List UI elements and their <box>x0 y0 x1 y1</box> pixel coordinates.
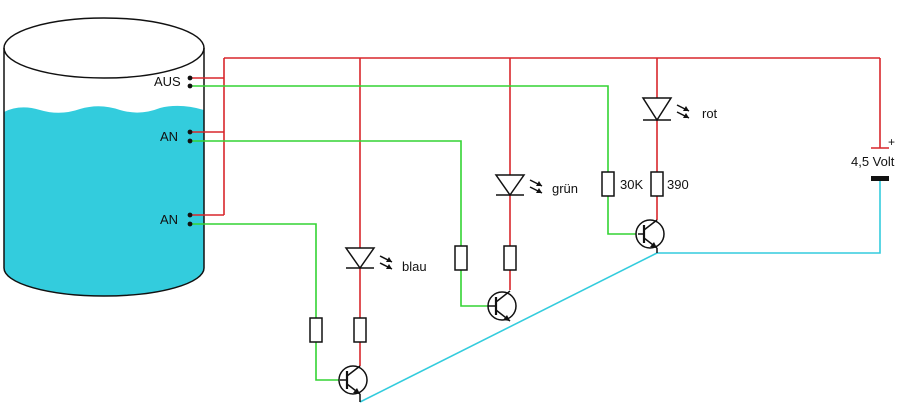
battery-icon <box>871 147 889 181</box>
tank-top-rim <box>3 17 205 79</box>
battery-plus-label: + <box>888 135 895 149</box>
resistor-blue-base <box>309 317 323 343</box>
tank-water <box>4 105 204 297</box>
led-green-icon <box>494 174 543 197</box>
transistor-red-icon <box>635 219 665 253</box>
tank-bottom-edge <box>3 267 205 297</box>
sensor-label-aus: AUS <box>154 74 181 89</box>
positive-wiring <box>190 57 881 366</box>
sensor-label-an-upper: AN <box>160 129 178 144</box>
resistor-green-led <box>503 245 517 271</box>
tank-terminals <box>187 75 193 227</box>
resistor-blue-led <box>353 317 367 343</box>
led-red-icon <box>641 97 690 122</box>
led-label-gruen: grün <box>552 181 578 196</box>
ground-wiring <box>359 180 881 403</box>
water-tank <box>3 17 205 297</box>
resistor-label-390: 390 <box>667 177 689 192</box>
led-label-blau: blau <box>402 259 427 274</box>
resistor-red-base <box>601 171 615 197</box>
resistor-green-base <box>454 245 468 271</box>
sensor-wiring <box>190 85 638 381</box>
battery-voltage-label: 4,5 Volt <box>851 154 895 169</box>
led-blue-icon <box>344 247 393 270</box>
transistor-green-icon <box>487 290 517 322</box>
transistor-blue-icon <box>338 365 368 402</box>
sensor-label-an-lower: AN <box>160 212 178 227</box>
resistor-red-led <box>650 171 664 197</box>
resistor-label-30k: 30K <box>620 177 643 192</box>
led-label-rot: rot <box>702 106 718 121</box>
